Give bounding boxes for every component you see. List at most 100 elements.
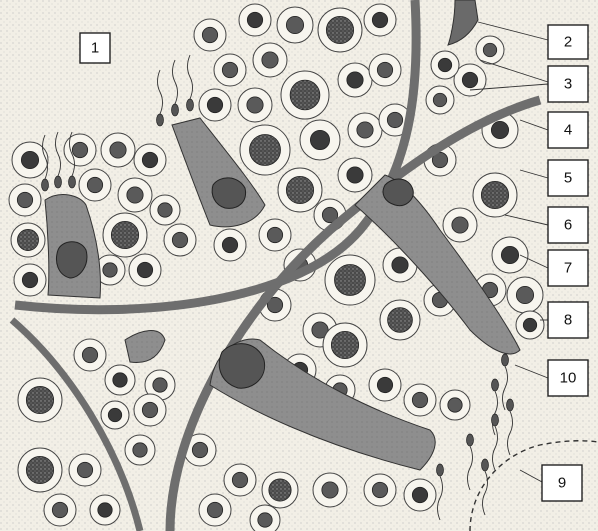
cell-nucleus: [433, 93, 446, 106]
cell-nucleus: [207, 97, 222, 112]
germ-cell: [79, 169, 111, 201]
cell-nucleus: [388, 308, 413, 333]
cell-nucleus: [222, 237, 237, 252]
label-3-text: 3: [564, 76, 572, 93]
cell-nucleus: [77, 462, 92, 477]
germ-cell: [18, 378, 62, 422]
germ-cell: [224, 464, 256, 496]
label-10-text: 10: [560, 370, 577, 387]
germ-cell: [250, 505, 280, 531]
cell-nucleus: [103, 263, 117, 277]
germ-cell: [90, 495, 120, 525]
germ-cell: [300, 120, 340, 160]
cell-nucleus: [72, 142, 87, 157]
label-7-text: 7: [564, 260, 572, 277]
germ-cell: [404, 384, 436, 416]
label-7: 7: [548, 250, 588, 286]
cell-nucleus: [247, 12, 262, 27]
label-9: 9: [542, 465, 582, 501]
cell-nucleus: [481, 181, 508, 208]
cell-nucleus: [172, 232, 187, 247]
cell-nucleus: [108, 408, 121, 421]
label-8: 8: [548, 302, 588, 338]
cell-nucleus: [202, 27, 217, 42]
cell-nucleus: [387, 112, 402, 127]
germ-cell: [11, 223, 45, 257]
germ-cell: [492, 237, 528, 273]
germ-cell: [9, 184, 41, 216]
cell-nucleus: [483, 43, 496, 56]
cell-nucleus: [448, 398, 462, 412]
cell-nucleus: [17, 192, 32, 207]
cell-nucleus: [335, 265, 366, 296]
cell-nucleus: [438, 58, 451, 71]
label-6-text: 6: [564, 217, 572, 234]
cell-nucleus: [412, 392, 427, 407]
cell-nucleus: [98, 503, 112, 517]
cell-nucleus: [52, 502, 67, 517]
germ-cell: [426, 86, 454, 114]
label-8-text: 8: [564, 312, 572, 329]
cell-nucleus: [250, 135, 281, 166]
germ-cell: [101, 133, 135, 167]
germ-cell: [69, 454, 101, 486]
cell-nucleus: [310, 130, 329, 149]
germ-cell: [199, 494, 231, 526]
cell-nucleus: [267, 227, 282, 242]
germ-cell: [369, 369, 401, 401]
cell-nucleus: [137, 262, 152, 277]
germ-cell: [281, 71, 329, 119]
label-2-text: 2: [564, 34, 572, 51]
cell-nucleus: [516, 286, 533, 303]
label-5-text: 5: [564, 170, 572, 187]
germ-cell: [239, 4, 271, 36]
germ-cell: [278, 168, 322, 212]
germ-cell: [277, 7, 313, 43]
cell-nucleus: [412, 487, 427, 502]
cell-nucleus: [372, 12, 387, 27]
germ-cell: [214, 229, 246, 261]
cell-nucleus: [258, 513, 272, 527]
germ-cell: [44, 494, 76, 526]
cell-nucleus: [87, 177, 102, 192]
sertoli-nucleus-4: [219, 344, 264, 389]
cell-nucleus: [113, 373, 127, 387]
cell-nucleus: [262, 52, 278, 68]
cell-nucleus: [111, 221, 138, 248]
label-3: 3: [548, 66, 588, 102]
cell-nucleus: [207, 502, 222, 517]
cell-nucleus: [192, 442, 207, 457]
cell-nucleus: [232, 472, 247, 487]
germ-cell: [440, 390, 470, 420]
germ-cell: [134, 394, 166, 426]
germ-cell: [262, 472, 298, 508]
germ-cell: [199, 89, 231, 121]
cell-nucleus: [142, 152, 157, 167]
sertoli-nucleus-3: [383, 179, 413, 206]
cell-nucleus: [347, 167, 363, 183]
label-2: 2: [548, 25, 588, 59]
germ-cell: [259, 219, 291, 251]
label-5: 5: [548, 160, 588, 196]
germ-cell: [194, 19, 226, 51]
cell-nucleus: [392, 257, 408, 273]
label-4-text: 4: [564, 122, 572, 139]
germ-cell: [313, 473, 347, 507]
cell-nucleus: [158, 203, 172, 217]
germ-cell: [214, 54, 246, 86]
germ-cell: [364, 4, 396, 36]
germ-cell: [325, 255, 375, 305]
germ-cell: [431, 51, 459, 79]
germ-cell: [103, 213, 147, 257]
germ-cell: [18, 448, 62, 492]
cell-nucleus: [452, 217, 468, 233]
cell-nucleus: [133, 443, 147, 457]
cell-nucleus: [110, 142, 126, 158]
germ-cell: [338, 158, 372, 192]
cell-nucleus: [286, 16, 303, 33]
germ-cell: [323, 323, 367, 367]
germ-cell: [516, 311, 544, 339]
cell-nucleus: [372, 482, 387, 497]
cell-nucleus: [331, 331, 358, 358]
